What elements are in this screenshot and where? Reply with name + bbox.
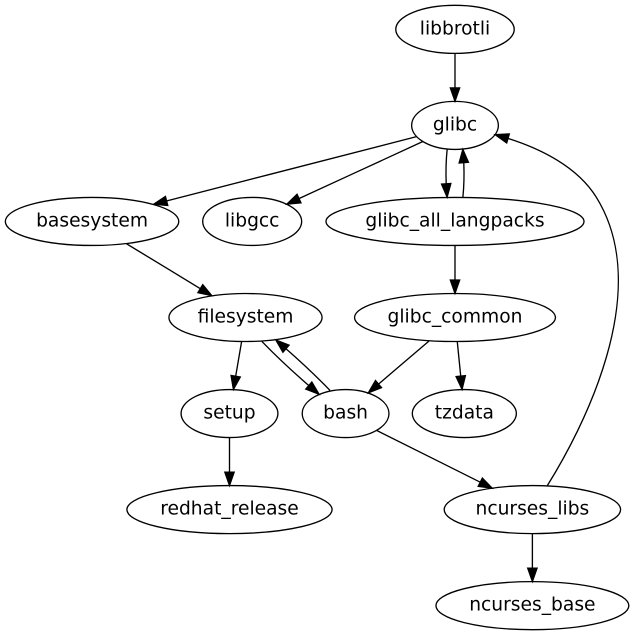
edge-filesystem-to-setup [230, 341, 243, 392]
arrowhead-icon [366, 379, 383, 395]
edge-line [261, 340, 310, 387]
edge-bash-to-ncurses_libs [376, 429, 495, 490]
edge-ncurses_libs-to-ncurses_base [526, 534, 539, 584]
edge-line [376, 429, 481, 483]
node-ellipse [443, 484, 622, 535]
edge-line [285, 348, 331, 391]
node-bash: bash [301, 388, 390, 439]
edge-line [462, 162, 465, 198]
edge-line [378, 340, 430, 385]
node-glibc_all_langpacks: glibc_all_langpacks [325, 196, 585, 247]
arrowhead-icon [196, 283, 214, 297]
edge-line [235, 341, 243, 377]
node-label: glibc_all_langpacks [365, 210, 544, 231]
arrowhead-icon [304, 380, 321, 396]
node-label: glibc_common [388, 306, 523, 327]
node-redhat_release: redhat_release [126, 484, 333, 535]
edge-libbrotli-to-glibc [449, 53, 461, 104]
node-ellipse [411, 388, 518, 439]
edge-line [298, 140, 424, 200]
node-label: bash [323, 402, 368, 423]
arrowhead-icon [230, 374, 242, 392]
node-ellipse [202, 196, 303, 247]
node-label: libgcc [225, 210, 280, 231]
arrowhead-icon [449, 87, 461, 104]
arrowhead-icon [440, 182, 452, 200]
node-ellipse [353, 292, 557, 343]
node-ellipse [410, 100, 500, 151]
edge-filesystem-to-bash [261, 340, 321, 396]
node-ellipse [180, 388, 279, 439]
arrowhead-icon [274, 338, 291, 354]
node-label: basesystem [36, 210, 148, 231]
arrowhead-icon [285, 193, 302, 205]
edge-line [126, 243, 201, 289]
node-ellipse [435, 580, 630, 631]
arrowhead-icon [458, 147, 470, 164]
edge-line [166, 135, 417, 202]
node-label: tzdata [435, 402, 494, 423]
arrowhead-icon [493, 133, 511, 145]
node-label: filesystem [198, 306, 294, 327]
arrowhead-icon [449, 279, 461, 296]
edge-line [445, 149, 448, 184]
node-ncurses_libs: ncurses_libs [443, 484, 622, 535]
node-label: libbrotli [420, 18, 490, 39]
edge-glibc_all_langpacks-to-glibc [458, 147, 470, 198]
edge-glibc_common-to-bash [366, 340, 430, 395]
arrowhead-icon [526, 567, 539, 584]
node-ellipse [4, 196, 180, 247]
node-label: setup [203, 402, 255, 423]
node-label: ncurses_base [469, 595, 595, 616]
edge-setup-to-redhat_release [223, 437, 236, 488]
node-basesystem: basesystem [4, 196, 180, 247]
arrowhead-icon [151, 195, 169, 207]
node-setup: setup [180, 388, 279, 439]
edge-line [456, 341, 462, 377]
arrowhead-icon [455, 374, 467, 392]
node-ellipse [325, 196, 585, 247]
node-ellipse [168, 292, 323, 343]
node-tzdata: tzdata [411, 388, 518, 439]
node-ncurses_base: ncurses_base [435, 580, 630, 631]
node-libbrotli: libbrotli [395, 4, 515, 55]
node-ellipse [126, 484, 333, 535]
edge-bash-to-filesystem [274, 338, 331, 391]
node-ellipse [395, 4, 515, 55]
node-label: ncurses_libs [476, 499, 590, 520]
node-ellipse [301, 388, 390, 439]
edge-glibc-to-basesystem [151, 135, 417, 207]
arrowhead-icon [223, 471, 236, 488]
node-libgcc: libgcc [202, 196, 303, 247]
node-label: glibc [433, 114, 477, 135]
edge-glibc-to-glibc_all_langpacks [440, 149, 452, 200]
node-glibc_common: glibc_common [353, 292, 557, 343]
edge-glibc-to-libgcc [285, 140, 424, 205]
edge-glibc_all_langpacks-to-glibc_common [449, 245, 461, 296]
node-glibc: glibc [410, 100, 500, 151]
node-filesystem: filesystem [168, 292, 323, 343]
edge-line [508, 137, 619, 487]
edge-ncurses_libs-to-glibc [493, 133, 619, 487]
node-label: redhat_release [160, 499, 299, 520]
arrowhead-icon [477, 476, 495, 490]
edge-basesystem-to-filesystem [126, 243, 214, 297]
edge-glibc_common-to-tzdata [455, 341, 467, 392]
